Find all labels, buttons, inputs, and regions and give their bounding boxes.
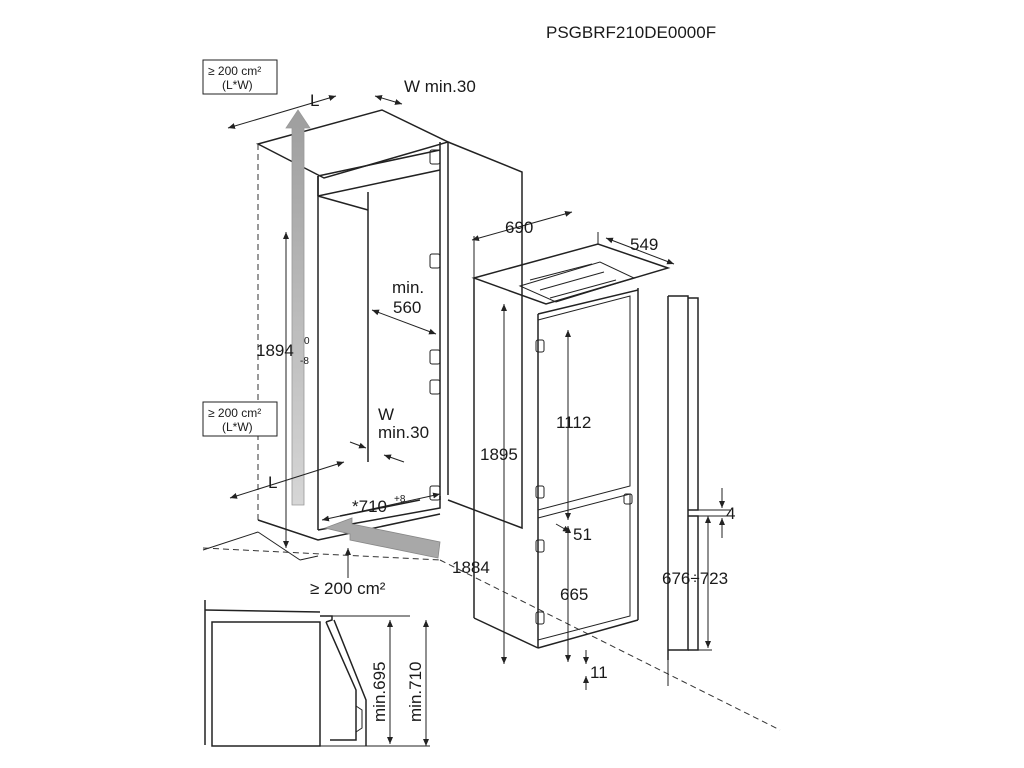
label-549: 549 bbox=[630, 235, 658, 254]
label-w-letter: W bbox=[378, 405, 394, 424]
label-1894-tol-top: 0 bbox=[304, 336, 310, 347]
dim-11: 11 bbox=[583, 650, 608, 690]
label-w-min-mid: min.30 bbox=[378, 423, 429, 442]
dim-depth-560: min. 560 bbox=[371, 278, 437, 335]
dim-1112: 1112 bbox=[556, 330, 591, 520]
label-676-723: 676÷723 bbox=[662, 569, 728, 588]
vent-mid-formula: (L*W) bbox=[222, 420, 253, 434]
dim-L-bottom: L bbox=[229, 461, 345, 499]
vent-top-formula: (L*W) bbox=[222, 78, 253, 92]
model-code: PSGBRF210DE0000F bbox=[546, 23, 716, 42]
dim-676-723: 676÷723 bbox=[662, 516, 728, 648]
vent-bottom-area: ≥ 200 cm² bbox=[310, 579, 386, 598]
airflow-arrows bbox=[285, 109, 441, 559]
dim-549: 549 bbox=[605, 235, 675, 265]
label-min-710: min.710 bbox=[406, 662, 425, 722]
cabinet-hinges bbox=[429, 149, 441, 501]
label-560: 560 bbox=[393, 298, 421, 317]
label-1112: 1112 bbox=[556, 413, 591, 432]
dim-51: 51 bbox=[555, 523, 592, 544]
dim-690: 690 bbox=[471, 210, 573, 242]
label-1894-tol-bottom: -8 bbox=[300, 356, 309, 367]
label-1895: 1895 bbox=[480, 445, 518, 464]
label-1884: 1884 bbox=[452, 558, 490, 577]
dim-710: *710 +8 bbox=[321, 492, 441, 522]
label-11: 11 bbox=[590, 663, 608, 682]
vent-mid-area: ≥ 200 cm² bbox=[208, 406, 261, 420]
vent-top-box: ≥ 200 cm² (L*W) bbox=[202, 59, 278, 95]
dim-665: 665 bbox=[560, 526, 588, 662]
label-665: 665 bbox=[560, 585, 588, 604]
label-51: 51 bbox=[573, 525, 592, 544]
dim-1884: 1884 bbox=[452, 290, 490, 618]
dim-1895: 1895 bbox=[480, 304, 518, 664]
vent-top-area: ≥ 200 cm² bbox=[208, 64, 261, 78]
dim-w-mid: W min.30 bbox=[349, 405, 429, 463]
door-profile bbox=[667, 295, 730, 686]
label-710: *710 bbox=[352, 497, 387, 516]
vent-mid-box: ≥ 200 cm² (L*W) bbox=[202, 401, 278, 437]
dim-4: 4 bbox=[719, 488, 735, 538]
dim-L-top: L W min.30 bbox=[227, 77, 476, 129]
label-710-tol: +8 bbox=[394, 494, 406, 505]
label-690: 690 bbox=[505, 218, 533, 237]
dim-min-710: min.710 bbox=[406, 620, 429, 746]
label-4: 4 bbox=[726, 504, 735, 523]
label-w-min-top: W min.30 bbox=[404, 77, 476, 96]
plinth-detail bbox=[204, 600, 430, 747]
appliance bbox=[202, 232, 781, 731]
label-min-695: min.695 bbox=[370, 662, 389, 722]
label-L-bottom: L bbox=[268, 473, 277, 492]
dim-min-695: min.695 bbox=[370, 620, 393, 744]
label-1894: 1894 bbox=[256, 341, 294, 360]
label-min: min. bbox=[392, 278, 424, 297]
label-L-top: L bbox=[310, 91, 319, 110]
